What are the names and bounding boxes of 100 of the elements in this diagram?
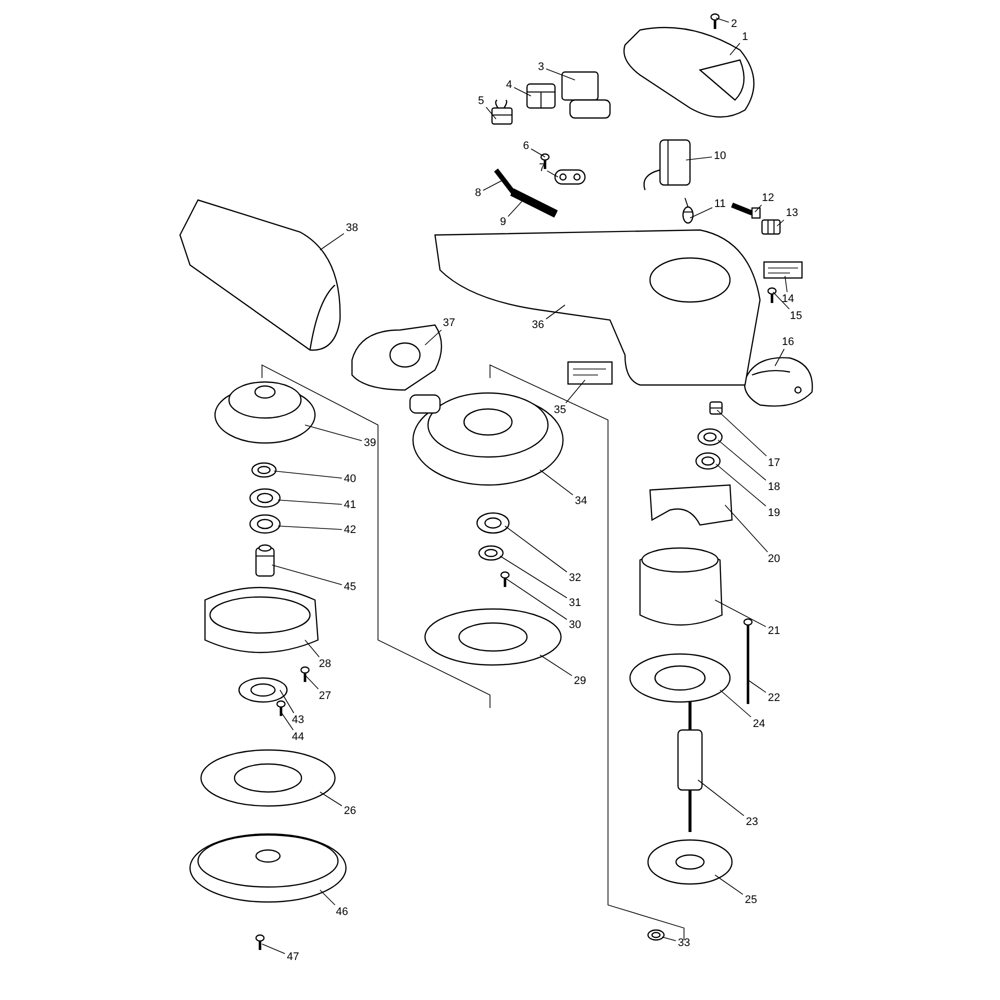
- spindle-drawing: [255, 544, 275, 577]
- callout-number: 29: [572, 675, 588, 687]
- leader-line: [274, 470, 342, 478]
- rear-cap-drawing: [744, 357, 813, 407]
- holder-drawing: [649, 484, 733, 526]
- callout-number: 14: [780, 293, 796, 305]
- pad-drawing: [189, 833, 347, 903]
- leader-line: [320, 233, 344, 250]
- long-screw-drawing: [743, 618, 753, 704]
- dust-port-drawing: [351, 324, 442, 391]
- leader-line: [546, 68, 576, 80]
- cover-drawing: [623, 26, 754, 118]
- callout-number: 40: [342, 473, 358, 485]
- shroud-drawing: [204, 586, 319, 654]
- callout-number: 28: [318, 658, 332, 670]
- washer-drawing: [478, 545, 504, 561]
- callout-number: 15: [788, 310, 804, 322]
- clip-drawing: [761, 219, 781, 235]
- washer-drawing: [647, 929, 665, 941]
- capacitor-drawing: [643, 139, 691, 191]
- callout-number: 5: [476, 95, 486, 107]
- callout-number: 26: [342, 805, 358, 817]
- callout-number: 3: [536, 61, 546, 73]
- leader-line: [280, 690, 294, 714]
- callout-number: 22: [766, 692, 782, 704]
- switch-drawing: [561, 71, 611, 119]
- callout-number: 31: [568, 597, 582, 609]
- callout-number: 12: [760, 192, 776, 204]
- leader-line: [730, 42, 740, 56]
- leader-line: [720, 690, 752, 718]
- screw-drawing: [710, 13, 720, 29]
- callout-number: 19: [766, 507, 782, 519]
- leader-line: [540, 654, 572, 676]
- callout-number: 1: [740, 31, 750, 43]
- leader-line: [698, 780, 744, 816]
- block-drawing: [526, 83, 556, 109]
- leader-line: [784, 276, 788, 292]
- clamp-drawing: [554, 169, 586, 185]
- fan-drawing: [214, 381, 316, 444]
- label-plate-drawing: [567, 361, 613, 385]
- callout-number: 30: [568, 619, 582, 631]
- callout-number: 46: [334, 906, 350, 918]
- callout-number: 37: [442, 317, 456, 329]
- leader-line: [662, 936, 676, 942]
- screw-drawing: [276, 700, 286, 716]
- callout-number: 13: [784, 207, 800, 219]
- leader-line: [714, 874, 744, 895]
- stator-drawing: [639, 547, 723, 626]
- leader-line: [772, 292, 790, 310]
- leader-line: [514, 87, 532, 96]
- leader-line: [686, 156, 712, 160]
- connector-drawing: [682, 198, 694, 224]
- screw-drawing: [500, 571, 510, 587]
- callout-number: 39: [362, 437, 378, 449]
- callout-number: 4: [504, 79, 514, 91]
- leader-line: [716, 18, 730, 23]
- leader-line: [486, 106, 496, 120]
- callout-number: 27: [318, 690, 332, 702]
- ring-drawing: [629, 653, 731, 703]
- callout-number: 41: [342, 499, 358, 511]
- callout-number: 2: [730, 18, 738, 30]
- callout-number: 21: [766, 625, 782, 637]
- leader-line: [320, 890, 336, 906]
- callout-number: 33: [676, 937, 692, 949]
- screw-drawing: [767, 287, 777, 303]
- callout-number: 36: [530, 319, 546, 331]
- callout-number: 42: [342, 524, 358, 536]
- bearing-drawing: [697, 428, 723, 446]
- callout-number: 25: [744, 894, 758, 906]
- leader-line: [774, 348, 785, 366]
- callout-number: 38: [344, 222, 360, 234]
- leader-line: [272, 564, 342, 586]
- leader-line: [304, 424, 362, 442]
- leader-line: [716, 410, 767, 456]
- bearing-drawing: [476, 512, 510, 534]
- fan-drawing: [647, 839, 733, 885]
- flange-drawing: [238, 677, 288, 703]
- leader-line: [540, 470, 574, 496]
- leader-line: [690, 207, 713, 218]
- leader-line: [500, 556, 568, 598]
- leader-line: [530, 148, 546, 158]
- callout-number: 16: [780, 336, 796, 348]
- callout-number: 44: [290, 731, 306, 743]
- callout-number: 20: [766, 553, 782, 565]
- leader-line: [565, 380, 586, 404]
- callout-number: 47: [286, 951, 300, 963]
- leader-line: [482, 180, 504, 191]
- leader-line: [278, 500, 342, 505]
- leader-line: [754, 204, 762, 212]
- armature-drawing: [677, 700, 703, 832]
- ring-drawing: [200, 749, 336, 807]
- tube-drawing: [510, 188, 558, 218]
- screw-drawing: [300, 666, 310, 682]
- callout-number: 24: [752, 718, 766, 730]
- leader-line: [716, 464, 766, 506]
- callout-number: 11: [713, 198, 727, 210]
- leader-line: [546, 304, 566, 320]
- screw-drawing: [540, 153, 550, 169]
- leader-line: [424, 330, 442, 346]
- bearing-drawing: [695, 452, 721, 470]
